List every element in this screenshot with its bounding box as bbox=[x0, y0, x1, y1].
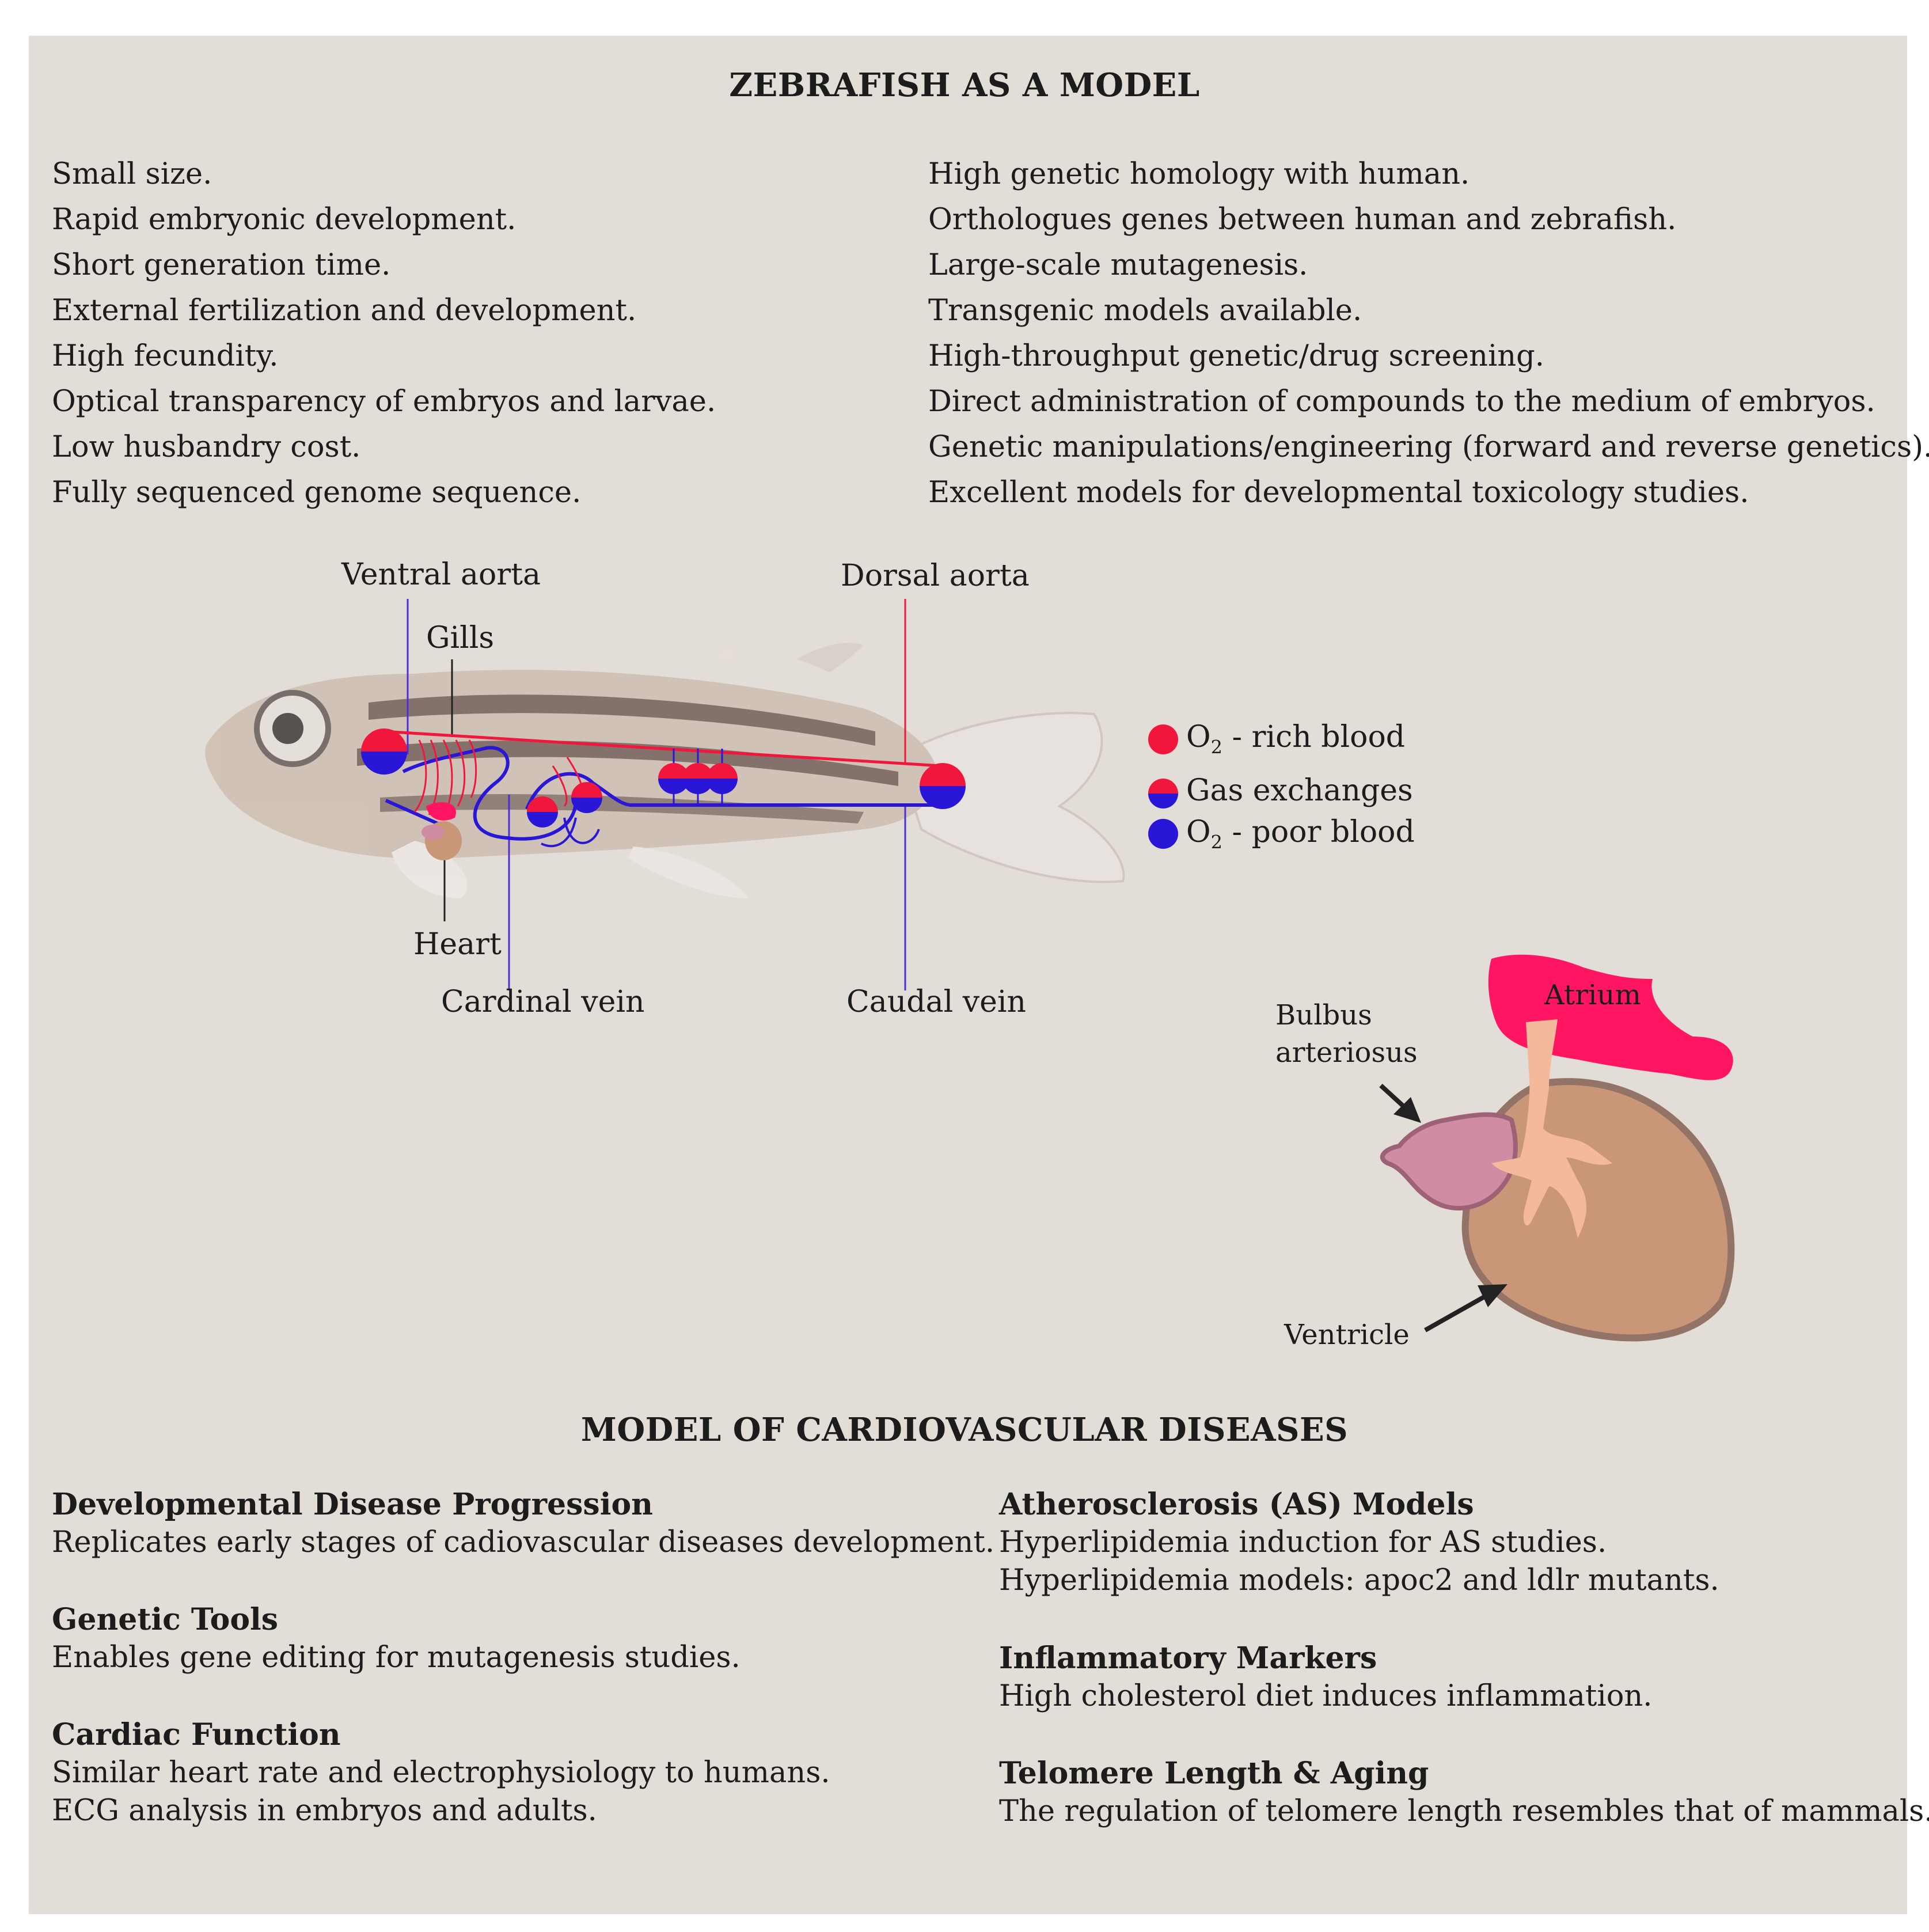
list-item: Optical transparency of embryos and larv… bbox=[52, 385, 716, 419]
list-item: High-throughput genetic/drug screening. bbox=[928, 339, 1544, 373]
list-item: Large-scale mutagenesis. bbox=[928, 248, 1308, 282]
legend-exchange-marker bbox=[1148, 779, 1178, 794]
heart-illustration bbox=[1380, 954, 1735, 1342]
list-item: High fecundity. bbox=[52, 339, 279, 373]
disease-line: Replicates early stages of cadiovascular… bbox=[52, 1525, 995, 1559]
label-ventral-aorta: Ventral aorta bbox=[341, 557, 541, 592]
atrium-shape bbox=[1488, 954, 1733, 1080]
gill-arches bbox=[413, 739, 477, 818]
left-feature-list: Small size. Rapid embryonic development.… bbox=[52, 151, 716, 515]
label-ventricle: Ventricle bbox=[1284, 1319, 1410, 1351]
disease-line: High cholesterol diet induces inflammati… bbox=[999, 1679, 1653, 1713]
legend-rich-marker bbox=[1148, 724, 1178, 754]
list-item: Excellent models for developmental toxic… bbox=[928, 476, 1749, 510]
disease-heading: Cardiac Function bbox=[52, 1717, 341, 1752]
list-item: External fertilization and development. bbox=[52, 294, 637, 328]
label-bulbus-line1: Bulbus bbox=[1275, 999, 1372, 1031]
label-dorsal-aorta: Dorsal aorta bbox=[841, 559, 1030, 593]
list-item: High genetic homology with human. bbox=[928, 157, 1470, 191]
disease-block-inflammatory: Inflammatory Markers High cholesterol di… bbox=[999, 1639, 1929, 1715]
bulbus-shape bbox=[1380, 1112, 1518, 1211]
disease-heading: Inflammatory Markers bbox=[999, 1641, 1377, 1676]
list-item: Fully sequenced genome sequence. bbox=[52, 476, 582, 510]
list-item: Orthologues genes between human and zebr… bbox=[928, 203, 1677, 237]
label-atrium: Atrium bbox=[1544, 979, 1641, 1011]
label-heart: Heart bbox=[413, 927, 502, 962]
disease-heading: Telomere Length & Aging bbox=[999, 1756, 1429, 1791]
disease-line: ECG analysis in embryos and adults. bbox=[52, 1794, 597, 1828]
bulbus-arrow bbox=[1379, 1084, 1421, 1123]
list-item: Short generation time. bbox=[52, 248, 391, 282]
list-item: Transgenic models available. bbox=[928, 294, 1362, 328]
disease-block-telomere: Telomere Length & Aging The regulation o… bbox=[999, 1755, 1929, 1831]
disease-block-genetic-tools: Genetic Tools Enables gene editing for m… bbox=[52, 1601, 1002, 1677]
disease-line: Hyperlipidemia models: apoc2 and ldlr mu… bbox=[999, 1563, 1719, 1597]
label-caudal-vein: Caudal vein bbox=[846, 985, 1026, 1019]
list-item: Direct administration of compounds to th… bbox=[928, 385, 1875, 419]
disease-line: The regulation of telomere length resemb… bbox=[999, 1794, 1929, 1828]
legend-rich-label: O2 - rich blood bbox=[1186, 720, 1406, 758]
list-item: Genetic manipulations/engineering (forwa… bbox=[928, 430, 1929, 464]
disease-line: Similar heart rate and electrophysiology… bbox=[52, 1756, 830, 1790]
label-gills: Gills bbox=[426, 621, 495, 655]
disease-line: Hyperlipidemia induction for AS studies. bbox=[999, 1525, 1607, 1559]
page-title: ZEBRAFISH AS A MODEL bbox=[729, 66, 1200, 104]
disease-block-atherosclerosis: Atherosclerosis (AS) Models Hyperlipidem… bbox=[999, 1486, 1929, 1600]
section-title-cvd: MODEL OF CARDIOVASCULAR DISEASES bbox=[580, 1411, 1349, 1449]
legend-poor-marker bbox=[1148, 819, 1178, 849]
disease-heading: Genetic Tools bbox=[52, 1602, 279, 1637]
label-bulbus-line2: arteriosus bbox=[1275, 1037, 1418, 1069]
ventricle-arrow bbox=[1424, 1284, 1507, 1333]
disease-block-developmental: Developmental Disease Progression Replic… bbox=[52, 1486, 1002, 1562]
right-feature-list: High genetic homology with human. Orthol… bbox=[928, 151, 1929, 515]
label-cardinal-vein: Cardinal vein bbox=[441, 985, 645, 1019]
disease-line: Enables gene editing for mutagenesis stu… bbox=[52, 1641, 741, 1675]
legend-poor-label: O2 - poor blood bbox=[1186, 815, 1415, 853]
disease-heading: Developmental Disease Progression bbox=[52, 1487, 653, 1522]
list-item: Rapid embryonic development. bbox=[52, 203, 517, 237]
blood-circles bbox=[361, 728, 966, 828]
list-item: Low husbandry cost. bbox=[52, 430, 361, 464]
legend-exchange-label: Gas exchanges bbox=[1186, 773, 1413, 808]
dorsal-aorta-vessel bbox=[382, 730, 942, 768]
disease-heading: Atherosclerosis (AS) Models bbox=[999, 1487, 1474, 1522]
list-item: Small size. bbox=[52, 157, 212, 191]
disease-block-cardiac-function: Cardiac Function Similar heart rate and … bbox=[52, 1716, 1002, 1830]
